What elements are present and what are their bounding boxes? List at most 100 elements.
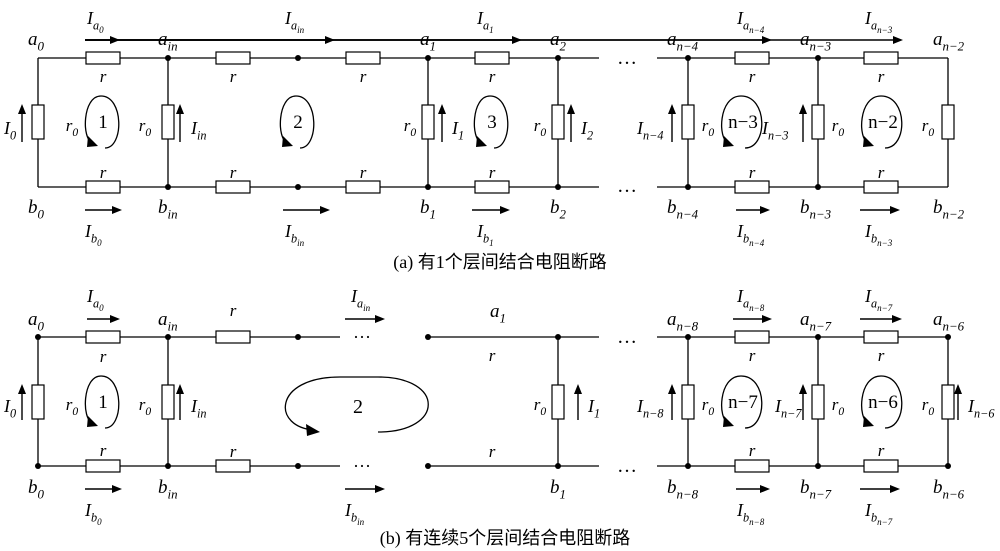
- junction-node: [555, 55, 561, 61]
- arrow-head-icon: [890, 206, 900, 214]
- mesh-number: n−6: [868, 392, 898, 413]
- caption-a: (a) 有1个层间结合电阻断路: [393, 252, 606, 273]
- resistance-r-label: r: [878, 346, 885, 365]
- loop-arrow-icon: [306, 424, 320, 436]
- mesh-loop-arc: [740, 95, 763, 149]
- junction-node: [425, 55, 431, 61]
- loop-arrow-icon: [723, 136, 734, 147]
- mesh-number: 2: [293, 112, 303, 133]
- current-label-vertical: I1: [587, 396, 600, 420]
- junction-node: [35, 463, 41, 469]
- arrow-head-icon: [893, 36, 903, 44]
- resistor-horizontal: [863, 330, 899, 344]
- resistance-r-label: r: [100, 163, 107, 182]
- node-label-bottom: bn−8: [667, 477, 699, 502]
- resistor-vertical: [681, 384, 695, 420]
- node-label-bottom: bn−4: [667, 197, 699, 222]
- resistor-horizontal: [734, 459, 770, 473]
- current-label-bottom: Ibn−7: [864, 500, 893, 527]
- mesh-loop-arc: [377, 376, 429, 433]
- mesh-loop-arc: [489, 95, 509, 149]
- resistor-horizontal: [345, 51, 381, 65]
- junction-node: [35, 334, 41, 340]
- junction-node: [425, 463, 431, 469]
- arrow-head-icon: [375, 315, 385, 323]
- arrow-head-icon: [320, 206, 330, 214]
- node-label-bottom: b1: [550, 477, 566, 502]
- resistance-r0-label: r0: [832, 116, 845, 139]
- mesh-loop-arc: [880, 95, 903, 149]
- resistor-horizontal: [863, 51, 899, 65]
- arrow-head-icon: [799, 104, 807, 114]
- current-label-top: Ia0: [86, 8, 104, 35]
- arrow-head-icon: [176, 104, 184, 114]
- loop-arrow-icon: [723, 416, 734, 427]
- resistor-horizontal: [85, 330, 121, 344]
- junction-node: [815, 184, 821, 190]
- node-label-top: an−4: [667, 29, 699, 54]
- arrow-head-icon: [760, 485, 770, 493]
- arrow-head-icon: [438, 104, 446, 114]
- arrow-head-icon: [18, 104, 26, 114]
- resistance-r0-label: r0: [404, 116, 417, 139]
- current-label-top: Ian−8: [736, 286, 765, 313]
- mesh-loop-arc: [100, 375, 120, 429]
- junction-node: [165, 184, 171, 190]
- resistance-r0-label: r0: [139, 116, 152, 139]
- resistor-horizontal: [863, 180, 899, 194]
- mesh-loop-arc: [740, 375, 763, 429]
- mesh-number: 2: [353, 396, 363, 418]
- ellipsis: ···: [353, 456, 371, 476]
- resistance-r-label: r: [360, 163, 367, 182]
- resistor-horizontal: [734, 330, 770, 344]
- loop-arrow-icon: [476, 136, 487, 147]
- resistor-vertical: [161, 384, 175, 420]
- node-label-top: an−8: [667, 309, 699, 334]
- current-label-bottom: Ibin: [344, 500, 365, 527]
- loop-arrow-icon: [87, 416, 98, 427]
- arrow-head-icon: [18, 384, 26, 394]
- resistance-r-label: r: [749, 441, 756, 460]
- node-label-bottom: bn−2: [933, 197, 965, 222]
- node-label-bottom: bn−7: [800, 477, 832, 502]
- node-label-top: an−3: [800, 29, 831, 54]
- current-label-vertical: I2: [580, 118, 593, 142]
- resistance-r-label: r: [489, 67, 496, 86]
- mesh-loop-arc: [295, 95, 315, 149]
- arrow-head-icon: [954, 384, 962, 394]
- resistance-r0-label: r0: [66, 116, 79, 139]
- resistor-horizontal: [85, 51, 121, 65]
- junction-node: [945, 334, 951, 340]
- current-label-bottom: Ibn−3: [864, 221, 893, 248]
- junction-node: [555, 334, 561, 340]
- current-label-bottom: Ibin: [284, 221, 305, 248]
- node-label-bottom: bn−6: [933, 477, 965, 502]
- resistor-horizontal: [474, 51, 510, 65]
- current-label-bottom: Ibn−4: [736, 221, 765, 248]
- junction-node: [685, 184, 691, 190]
- junction-node: [295, 463, 301, 469]
- junction-node: [815, 334, 821, 340]
- ellipsis: …: [617, 175, 637, 197]
- resistance-r-label: r: [878, 163, 885, 182]
- arrow-head-icon: [112, 485, 122, 493]
- resistor-vertical: [551, 384, 565, 420]
- current-label-vertical: In−6: [967, 396, 995, 420]
- node-label-top: ain: [158, 29, 178, 54]
- loop-arrow-icon: [863, 136, 874, 147]
- mesh-number: 3: [487, 112, 497, 133]
- ellipsis: …: [617, 47, 637, 69]
- current-label-top: Ian−7: [864, 286, 893, 313]
- junction-node: [165, 463, 171, 469]
- junction-node: [425, 334, 431, 340]
- node-label-top: an−7: [800, 309, 832, 334]
- junction-node: [165, 334, 171, 340]
- resistance-r0-label: r0: [66, 395, 79, 418]
- arrow-head-icon: [890, 485, 900, 493]
- arrow-head-icon: [176, 384, 184, 394]
- mesh-loop-arc: [100, 95, 120, 149]
- junction-node: [685, 334, 691, 340]
- ellipsis: …: [617, 326, 637, 348]
- current-label-top: Ian−3: [864, 8, 893, 35]
